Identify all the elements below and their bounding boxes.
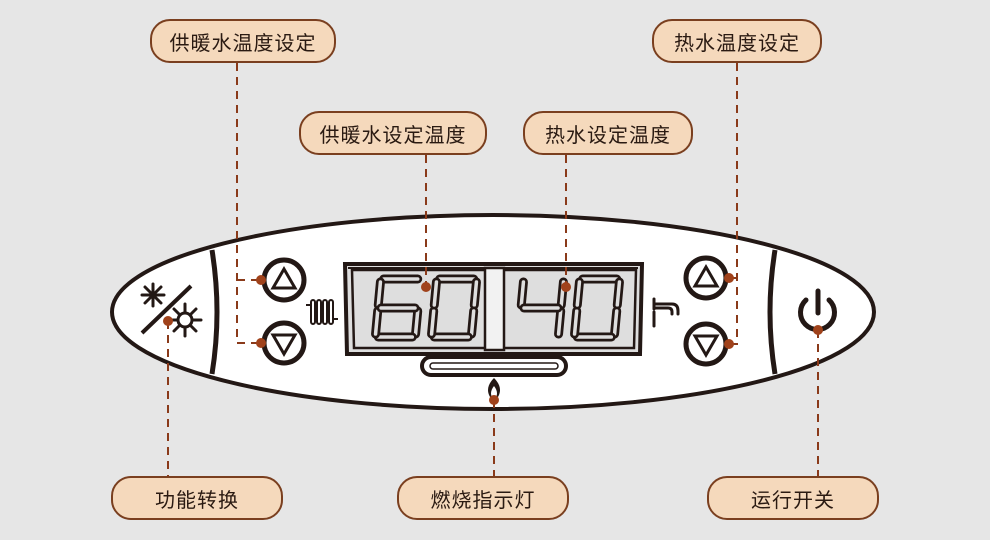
radiator-icon (306, 299, 338, 325)
lcd-segment-inner (469, 309, 476, 336)
heating-up-button[interactable] (261, 257, 307, 303)
flame-indicator-bar (420, 355, 568, 377)
up-triangle-icon (692, 264, 720, 288)
lcd-segment-inner (429, 309, 436, 336)
panel-divider-left (209, 249, 220, 375)
lcd-segment-inner (413, 309, 420, 336)
down-triangle-icon (692, 334, 720, 358)
lcd-segment-inner (376, 280, 383, 307)
down-triangle-icon (270, 333, 298, 357)
lcd-segment-inner (615, 280, 622, 307)
lcd-segment-inner (575, 280, 582, 307)
lcd-segment-inner (432, 280, 439, 307)
lcd-heating-value (371, 274, 481, 342)
snowflake-sun-icon[interactable] (140, 282, 203, 338)
lcd-segment-inner (572, 309, 579, 336)
callout-heating-setting: 供暖水温度设定 (150, 19, 336, 63)
lcd-segment-inner (373, 309, 380, 336)
panel-divider-right (767, 249, 778, 375)
callout-heating-set-temp: 供暖水设定温度 (299, 111, 487, 155)
callout-mode-switch: 功能转换 (111, 476, 283, 520)
hot-water-up-button[interactable] (683, 255, 729, 301)
up-triangle-icon (270, 266, 298, 290)
heating-down-button[interactable] (261, 320, 307, 366)
callout-power-switch: 运行开关 (707, 476, 879, 520)
marker-dots (163, 273, 823, 405)
callout-flame-indicator: 燃烧指示灯 (397, 476, 569, 520)
lcd-segment-inner (472, 280, 479, 307)
callout-hot-water-set-temp: 热水设定温度 (523, 111, 693, 155)
faucet-icon (652, 297, 680, 328)
lcd-segment-inner (556, 309, 563, 336)
hot-water-down-button[interactable] (683, 321, 729, 367)
callout-hot-water-setting: 热水温度设定 (652, 19, 822, 63)
lcd-segment-inner (519, 280, 526, 307)
lcd-segment-inner (612, 309, 619, 336)
